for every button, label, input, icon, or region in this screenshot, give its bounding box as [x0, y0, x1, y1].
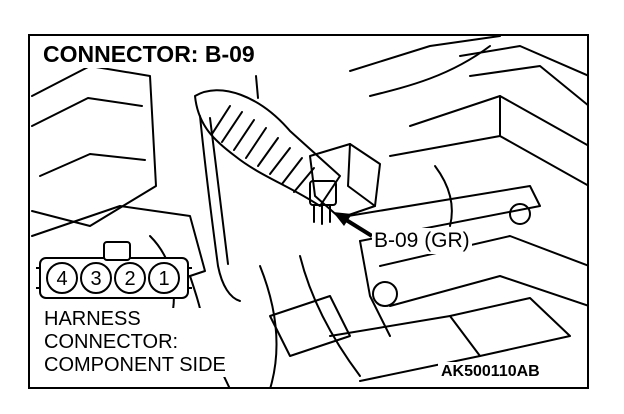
air-cleaner-box: [31, 65, 157, 227]
engine-bay-illustration: 4 3 2 1: [31, 36, 587, 387]
connector-title: CONNECTOR: B-09: [40, 40, 258, 68]
harness-caption: HARNESS CONNECTOR: COMPONENT SIDE: [42, 308, 228, 377]
harness-caption-line: COMPONENT SIDE: [44, 354, 226, 376]
pin-label: 4: [56, 268, 67, 290]
harness-connector-symbol: [36, 241, 192, 299]
intake-duct: [194, 89, 341, 207]
harness-caption-line: HARNESS: [44, 308, 141, 330]
pin-label: 3: [90, 268, 101, 290]
pin-label: 1: [158, 268, 169, 290]
pin-label: 2: [124, 268, 135, 290]
harness-caption-line: CONNECTOR:: [44, 331, 179, 353]
figure-code: AK500110AB: [438, 362, 543, 382]
connector-callout: B-09 (GR): [372, 228, 472, 254]
pointer-arrow: [333, 212, 374, 238]
diagram-frame: 4 3 2 1 CONNECTOR: B-09 B-09 (GR) HARNES…: [28, 34, 589, 389]
